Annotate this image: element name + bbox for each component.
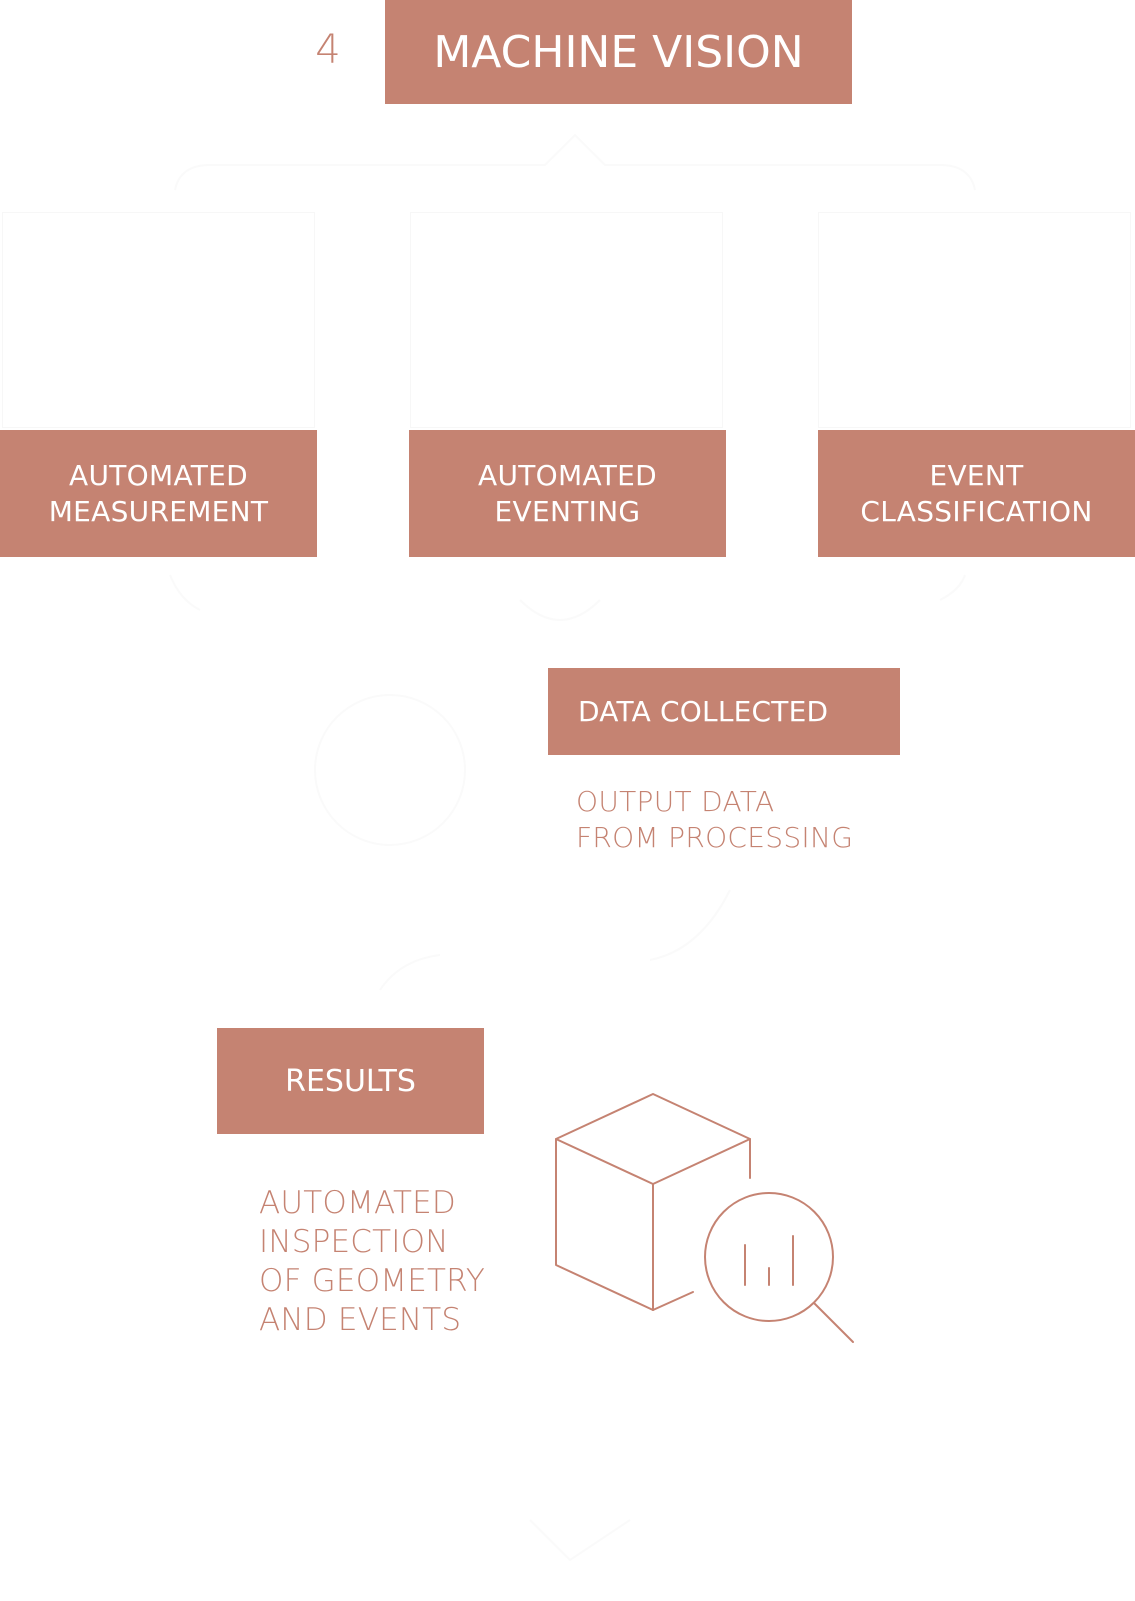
category-automated-measurement: AUTOMATED MEASUREMENT xyxy=(0,430,317,557)
classification-panel xyxy=(818,212,1131,428)
page-title: MACHINE VISION xyxy=(385,0,852,104)
category-event-classification: EVENT CLASSIFICATION xyxy=(818,430,1135,557)
measurement-panel xyxy=(2,212,315,428)
step-number: 4 xyxy=(315,27,341,73)
description-line-2: INSPECTION xyxy=(259,1224,449,1260)
results-description: AUTOMATED INSPECTION OF GEOMETRY AND EVE… xyxy=(259,1184,485,1340)
category-line-2: EVENTING xyxy=(494,494,641,528)
category-line-2: CLASSIFICATION xyxy=(860,494,1093,528)
description-line-4: AND EVENTS xyxy=(259,1302,462,1338)
results-label: RESULTS xyxy=(217,1028,484,1134)
description-line-1: AUTOMATED xyxy=(259,1185,456,1221)
category-line-2: MEASUREMENT xyxy=(48,494,269,528)
eventing-panel xyxy=(410,212,723,428)
category-line-1: AUTOMATED xyxy=(478,458,657,492)
description-line-1: OUTPUT DATA xyxy=(576,785,775,818)
data-collected-label: DATA COLLECTED xyxy=(548,668,900,755)
category-line-1: EVENT xyxy=(929,458,1024,492)
category-automated-eventing: AUTOMATED EVENTING xyxy=(409,430,726,557)
category-line-1: AUTOMATED xyxy=(69,458,248,492)
data-collected-description: OUTPUT DATA FROM PROCESSING xyxy=(576,784,853,856)
description-line-2: FROM PROCESSING xyxy=(576,821,854,854)
description-line-3: OF GEOMETRY xyxy=(259,1263,486,1299)
